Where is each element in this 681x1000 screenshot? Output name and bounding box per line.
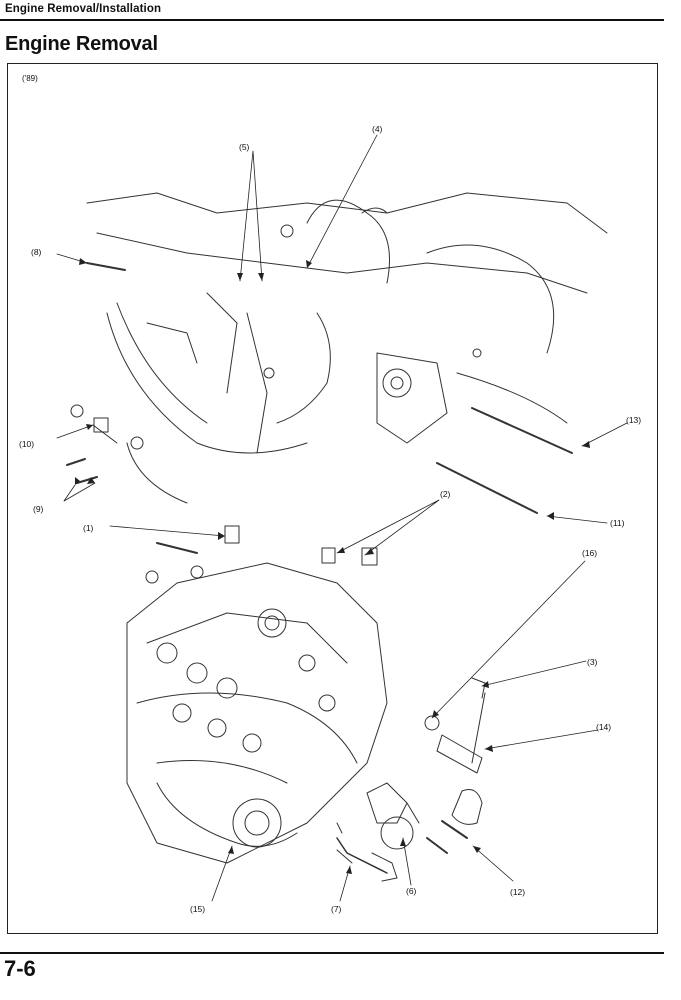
callout-6: (6) bbox=[406, 886, 417, 896]
callout-3: (3) bbox=[587, 657, 598, 667]
callout-12: (12) bbox=[510, 887, 525, 897]
loose-parts-drawing bbox=[66, 262, 573, 882]
leader-lines bbox=[56, 134, 628, 902]
callout-16: (16) bbox=[582, 548, 597, 558]
callout-10: (10) bbox=[19, 439, 34, 449]
engine-block-drawing bbox=[126, 562, 408, 864]
section-header: Engine Removal/Installation bbox=[5, 3, 162, 15]
footer-rule bbox=[0, 952, 664, 954]
callout-8: (8) bbox=[31, 247, 42, 257]
callout-13: (13) bbox=[626, 415, 641, 425]
engine-illustration: (1) (2) (3) (4) (5) (6) (7) (8) (9) (10)… bbox=[19, 124, 641, 914]
callout-11: (11) bbox=[610, 518, 625, 528]
header-rule bbox=[0, 19, 664, 21]
callout-9: (9) bbox=[33, 504, 44, 514]
callout-1: (1) bbox=[83, 523, 94, 533]
callout-2: (2) bbox=[440, 489, 451, 499]
arrowheads bbox=[75, 258, 590, 874]
page-number: 7-6 bbox=[4, 956, 36, 981]
callout-5: (5) bbox=[239, 142, 250, 152]
callout-7: (7) bbox=[331, 904, 342, 914]
page-title: Engine Removal bbox=[5, 33, 158, 55]
figure-year-label: ('89) bbox=[22, 74, 38, 83]
callout-4: (4) bbox=[372, 124, 383, 134]
callout-15: (15) bbox=[190, 904, 205, 914]
callout-14: (14) bbox=[596, 722, 611, 732]
figure-frame bbox=[7, 63, 658, 934]
frame-drawing bbox=[86, 192, 608, 504]
